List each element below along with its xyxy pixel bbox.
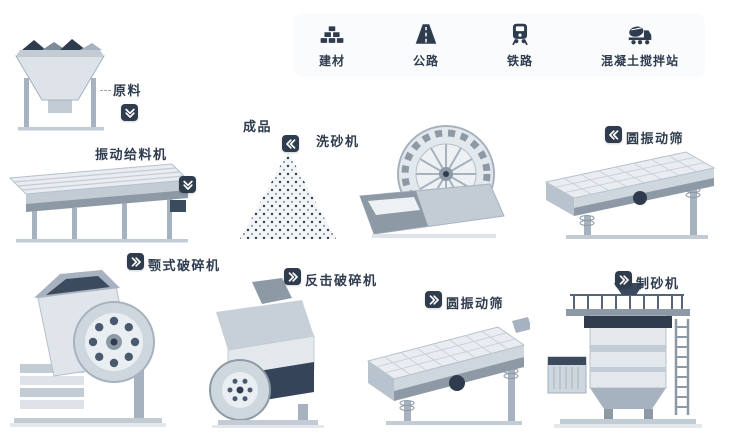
chevron-right-badge <box>127 253 144 270</box>
impact-crusher <box>188 278 338 428</box>
sand-pile-illustration <box>240 152 336 239</box>
legend-item-railway: 铁路 <box>507 21 533 69</box>
vibrating-feeder <box>2 158 197 246</box>
chevron-right-badge <box>284 268 301 285</box>
building-materials-icon <box>319 21 345 47</box>
label-impact-crusher: 反击破碎机 <box>305 274 378 289</box>
label-sand-maker: 制砂机 <box>636 277 680 292</box>
vibrating-screen-illustration <box>544 151 716 239</box>
label-finished-product: 成品 <box>243 120 273 135</box>
raw-material-hopper-illustration <box>15 39 105 131</box>
label-vibrating-feeder: 振动给料机 <box>95 148 168 163</box>
label-jaw-crusher: 颚式破碎机 <box>148 259 221 274</box>
circular-vibrating-screen-bottom <box>362 303 530 428</box>
legend-item-building-materials: 建材 <box>319 21 345 69</box>
label-screen-bottom: 圆振动筛 <box>446 297 505 312</box>
railway-icon <box>507 21 533 47</box>
chevron-right-badge <box>615 271 632 288</box>
finished-product-pile <box>238 148 338 243</box>
legend-label: 混凝土搅拌站 <box>600 54 679 68</box>
legend-label: 建材 <box>319 54 346 68</box>
label-sand-washer: 洗砂机 <box>316 135 360 150</box>
legend-label: 公路 <box>412 54 439 68</box>
label-screen-top: 圆振动筛 <box>626 132 685 147</box>
circular-vibrating-screen-top <box>540 138 718 243</box>
vibrating-screen-illustration <box>366 317 530 425</box>
sand-maker-illustration <box>547 283 702 428</box>
applications-legend: 建材 公路 <box>293 13 705 77</box>
chevron-down-badge <box>179 176 196 193</box>
chevron-left-badge <box>282 135 299 152</box>
label-raw-material: 原料 <box>113 84 143 99</box>
legend-label: 铁路 <box>506 54 533 68</box>
sand-washer-illustration <box>359 125 505 238</box>
raw-material-hopper <box>8 38 113 133</box>
highway-icon <box>413 21 439 47</box>
chevron-down-badge <box>121 104 138 121</box>
jaw-crusher-illustration <box>10 270 166 427</box>
sand-maker <box>532 283 710 428</box>
legend-item-highway: 公路 <box>413 21 439 69</box>
jaw-crusher <box>8 266 168 428</box>
sand-washer <box>358 122 508 240</box>
chevron-right-badge <box>425 291 442 308</box>
leader-line <box>100 90 111 91</box>
concrete-mixer-icon <box>627 21 653 47</box>
vibrating-feeder-illustration <box>8 163 190 243</box>
chevron-left-badge <box>605 126 622 143</box>
impact-crusher-illustration <box>209 278 324 428</box>
legend-item-concrete-plant: 混凝土搅拌站 <box>601 21 679 69</box>
